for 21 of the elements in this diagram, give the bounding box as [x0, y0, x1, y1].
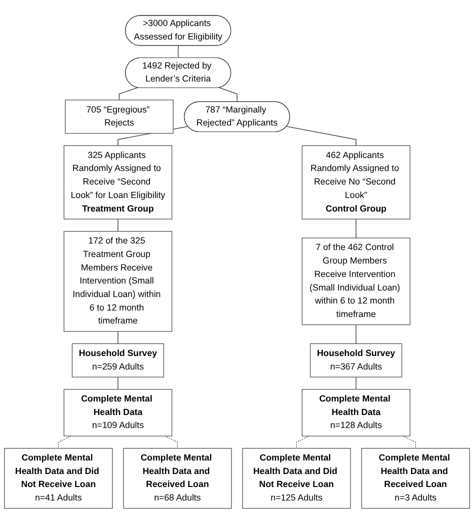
connector: [296, 436, 310, 449]
node-box: Complete Mental Health Data n=109 Adults: [64, 389, 172, 436]
node-box: 705 “Egregious” Rejects: [64, 100, 174, 134]
node-box: Complete Mental Health Data and Did Not Receive Loan n=125 Adults: [242, 448, 351, 509]
node-box: 325 Applicants Randomly Assigned to Receive “Second Look” for Loan Eligibility Treatment Group: [64, 145, 172, 220]
node-box: Complete Mental Health Data and Received Loan n=3 Adults: [361, 448, 470, 509]
node-box: Complete Mental Health Data and Received Loan n=68 Adults: [123, 448, 232, 509]
node-box: 172 of the 325 Treatment Group Members Receive Intervention (Small Individual Loan) within 6 to 12 month timeframe: [64, 231, 172, 332]
node-box: Household Survey n=367 Adults: [310, 344, 402, 378]
connector: [178, 46, 179, 58]
connector: [58, 436, 72, 449]
node-box: 462 Applicants Randomly Assigned to Receive No “Second Look” Control Group: [302, 145, 410, 220]
connector: [218, 87, 238, 102]
connector: [164, 436, 178, 449]
connector: [402, 436, 416, 449]
node-box: Complete Mental Health Data and Did Not Receive Loan n=41 Adults: [4, 448, 113, 509]
node-box: Household Survey n=259 Adults: [72, 344, 164, 378]
connector: [286, 126, 356, 146]
connector: [118, 87, 138, 100]
node-box: Complete Mental Health Data n=128 Adults: [302, 389, 410, 436]
node-box: 7 of the 462 Control Group Members Receive Intervention (Small Individual Loan) within 6 to 12 month timeframe: [302, 238, 410, 326]
